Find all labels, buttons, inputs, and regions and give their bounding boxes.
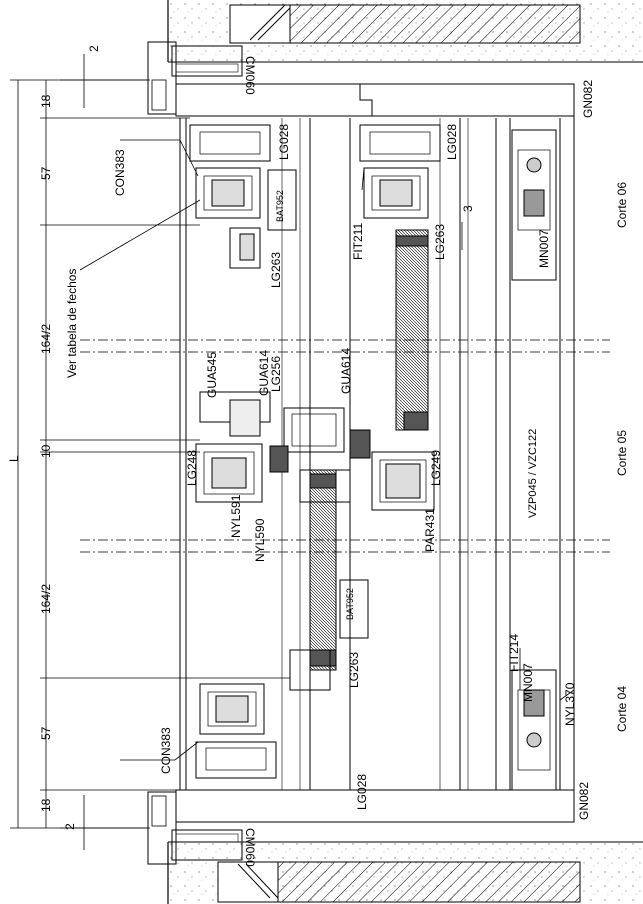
roller-upper [511, 129, 557, 281]
label-lg263-a: LG263 [269, 251, 283, 288]
wall-bottom [167, 841, 643, 904]
label-fit211: FIT211 [351, 222, 365, 260]
dim-frame-top: 18 [39, 94, 53, 108]
dim-leaf-top: 57 [39, 166, 53, 180]
meeting-section [195, 391, 435, 511]
label-lg248: LG248 [185, 449, 199, 486]
label-cm060-bottom: CM060 [243, 828, 257, 867]
section-corte-06: Corte 06 [615, 181, 629, 228]
label-lg028-c: LG028 [355, 773, 369, 810]
dim-center: 10 [39, 444, 53, 458]
label-gn082-bottom: GN082 [577, 781, 591, 820]
label-nyl590: NYL590 [253, 518, 267, 562]
dim-frame-bottom: 18 [39, 798, 53, 812]
dim-half-lower: 164/2 [39, 583, 53, 614]
note-vidro: VZP045 / VZC122 [527, 428, 539, 518]
dim-half-upper: 164/2 [39, 323, 53, 354]
sash-upper-right [359, 124, 441, 431]
dim-leaf-bottom: 57 [39, 726, 53, 740]
dim-glass-step: 3 [461, 205, 475, 212]
label-gua545: GUA545 [205, 351, 219, 398]
label-lg028-b: LG028 [445, 123, 459, 160]
label-lg263-b: LG263 [433, 223, 447, 260]
section-corte-05: Corte 05 [615, 429, 629, 476]
label-mn007-top: MN007 [537, 229, 551, 268]
roller-lower [511, 669, 557, 791]
dim-gap-top: 2 [87, 45, 101, 52]
label-bat952-top: BAT952 [275, 190, 285, 222]
centerlines [80, 339, 610, 553]
label-gua614-b: GUA614 [339, 347, 353, 394]
dim-gap-bottom: 2 [63, 823, 77, 830]
leader-lines [79, 139, 575, 761]
label-gn082-top: GN082 [581, 79, 595, 118]
dim-overall: L [7, 455, 21, 462]
label-par431: PAR431 [423, 508, 437, 552]
dimension-lines [10, 54, 463, 850]
label-lg028-a: LG028 [277, 123, 291, 160]
frame-bottom [147, 789, 575, 865]
label-nyl591: NYL591 [229, 494, 243, 538]
label-cm060-top: CM060 [243, 56, 257, 95]
sash-upper-left [189, 124, 297, 269]
label-fit214: FIT214 [507, 633, 521, 672]
label-mn007-bottom: MN007 [521, 663, 535, 702]
label-lg263-c: LG263 [347, 651, 361, 688]
label-con383-top: CON383 [113, 149, 127, 196]
label-bat952-bottom: BAT952 [345, 588, 355, 620]
label-nyl370: NYL370 [563, 682, 577, 726]
label-lg256: LG256 [269, 355, 283, 392]
note-fechos: Ver tabela de fechos [65, 268, 79, 378]
sash-lower [195, 469, 369, 779]
label-con383-bottom: CON383 [159, 727, 173, 774]
wall-top [167, 0, 643, 63]
label-lg249: LG249 [429, 449, 443, 486]
section-corte-04: Corte 04 [615, 685, 629, 732]
